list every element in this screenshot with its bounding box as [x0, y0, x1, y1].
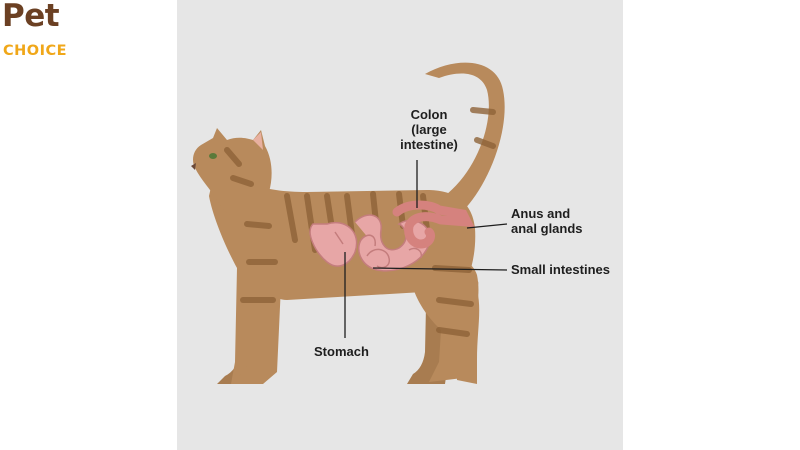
- label-anus-anal-glands: Anus and anal glands: [511, 206, 583, 236]
- logo-wordmark-choice: CHOICE: [3, 43, 68, 59]
- cat-illustration: [191, 62, 508, 384]
- colon-organ: [392, 200, 475, 249]
- label-small-intestines: Small intestines: [511, 262, 610, 277]
- pet-choice-logo: Pet CHOICE: [2, 0, 92, 62]
- label-colon: Colon (large intestine): [400, 107, 458, 152]
- logo-wordmark-pet: Pet: [2, 0, 60, 34]
- leader-lines: [344, 160, 508, 338]
- anatomy-diagram: Colon (large intestine) Anus and anal gl…: [177, 0, 623, 450]
- cat-ear: [253, 132, 263, 150]
- cat-tail: [425, 62, 505, 212]
- cat-eye: [209, 153, 217, 159]
- cat-hip: [407, 252, 479, 382]
- cat-nose: [191, 163, 196, 170]
- cat-front-leg: [233, 250, 281, 384]
- label-stomach: Stomach: [314, 344, 369, 359]
